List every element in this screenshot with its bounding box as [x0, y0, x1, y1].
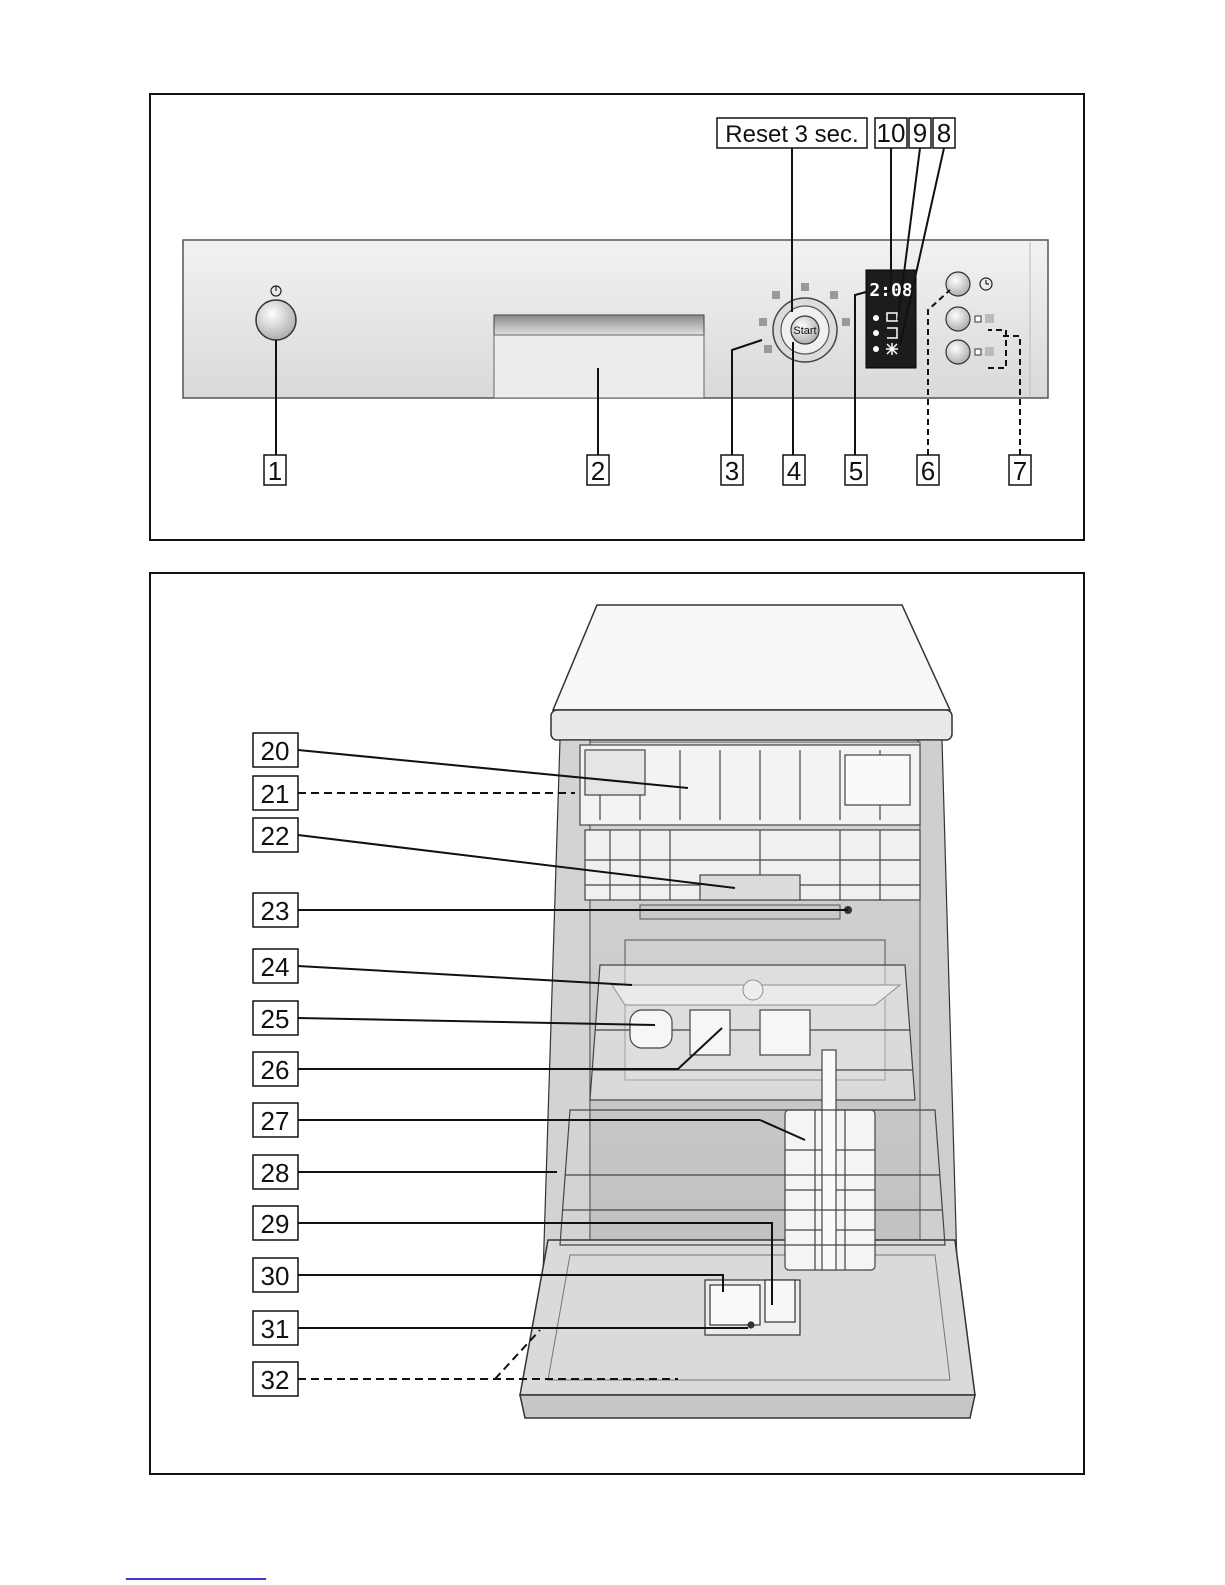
svg-text:32: 32 [261, 1365, 290, 1395]
callout-21: 21 [253, 776, 298, 810]
svg-text:22: 22 [261, 821, 290, 851]
callout-30: 30 [253, 1258, 298, 1292]
svg-text:5: 5 [849, 456, 863, 486]
svg-text:6: 6 [921, 456, 935, 486]
svg-text:21: 21 [261, 779, 290, 809]
svg-text:25: 25 [261, 1004, 290, 1034]
svg-text:2: 2 [591, 456, 605, 486]
callout-8: 8 [933, 118, 955, 148]
callout-28: 28 [253, 1155, 298, 1189]
callout-29: 29 [253, 1206, 298, 1240]
callout-9: 9 [909, 118, 931, 148]
svg-text:24: 24 [261, 952, 290, 982]
detergent-dispenser[interactable] [705, 1280, 800, 1335]
svg-text:8: 8 [937, 118, 951, 148]
reset-label: Reset 3 sec. [725, 121, 858, 148]
upper-spray-arm [640, 905, 852, 919]
start-button[interactable]: Start [791, 316, 819, 344]
svg-text:30: 30 [261, 1261, 290, 1291]
callout-31: 31 [253, 1311, 298, 1345]
callout-24: 24 [253, 949, 298, 983]
svg-text:1: 1 [268, 456, 282, 486]
callout-26: 26 [253, 1052, 298, 1086]
callout-6: 6 [917, 455, 939, 486]
callout-5: 5 [845, 455, 867, 486]
timer-button[interactable] [946, 272, 970, 296]
svg-text:7: 7 [1013, 456, 1027, 486]
callout-1: 1 [264, 455, 286, 486]
callout-27: 27 [253, 1103, 298, 1137]
footer-rule [126, 1578, 266, 1580]
callout-4: 4 [783, 455, 805, 486]
third-rack[interactable] [580, 745, 920, 825]
svg-text:29: 29 [261, 1209, 290, 1239]
callout-10: 10 [875, 118, 907, 148]
reset-label-box: Reset 3 sec. [717, 118, 867, 148]
callout-2: 2 [587, 455, 609, 486]
svg-text:3: 3 [725, 456, 739, 486]
callout-25: 25 [253, 1001, 298, 1035]
lower-basket[interactable] [590, 965, 915, 1100]
svg-text:9: 9 [913, 118, 927, 148]
callout-32: 32 [253, 1362, 298, 1396]
callout-22: 22 [253, 818, 298, 852]
start-label: Start [793, 325, 816, 337]
callout-20: 20 [253, 733, 298, 767]
svg-text:4: 4 [787, 456, 801, 486]
rinse-aid-icon [886, 343, 898, 355]
svg-text:28: 28 [261, 1158, 290, 1188]
callout-3: 3 [721, 455, 743, 486]
callout-23: 23 [253, 893, 298, 927]
svg-text:20: 20 [261, 736, 290, 766]
svg-text:26: 26 [261, 1055, 290, 1085]
callout-7: 7 [1009, 455, 1031, 486]
svg-text:10: 10 [877, 118, 906, 148]
svg-text:27: 27 [261, 1106, 290, 1136]
power-button[interactable] [256, 300, 296, 340]
svg-text:23: 23 [261, 896, 290, 926]
svg-text:31: 31 [261, 1314, 290, 1344]
upper-basket[interactable] [585, 830, 920, 900]
